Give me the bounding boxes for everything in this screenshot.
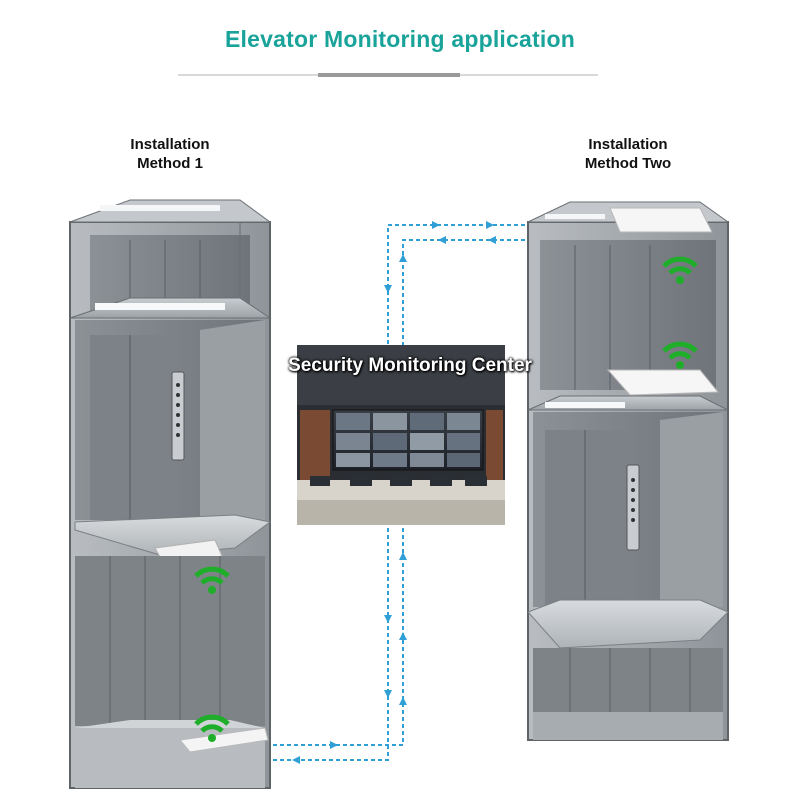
method-1-label: Installation Method 1: [90, 135, 250, 173]
left-elevator-shaft: [69, 199, 272, 789]
method-2-label-line1: Installation: [588, 136, 668, 153]
method-1-label-line2: Method 1: [137, 155, 203, 172]
monitoring-center-image: [297, 345, 505, 525]
connection-lines: [270, 224, 525, 761]
left-signal-icon-1: [194, 566, 230, 594]
right-signal-icon-2: [662, 341, 698, 369]
left-signal-icon-2: [194, 714, 230, 742]
method-2-label: Installation Method Two: [548, 135, 708, 173]
method-2-label-line2: Method Two: [584, 155, 672, 172]
connection-arrows: [292, 221, 496, 764]
monitoring-center-caption: Security Monitoring Center: [288, 355, 532, 376]
right-signal-icon-1: [662, 256, 698, 284]
right-elevator-shaft: [527, 201, 730, 741]
method-1-label-line1: Installation: [130, 136, 210, 153]
page-title: Elevator Monitoring application: [225, 26, 575, 52]
title-divider-accent: [318, 73, 460, 77]
